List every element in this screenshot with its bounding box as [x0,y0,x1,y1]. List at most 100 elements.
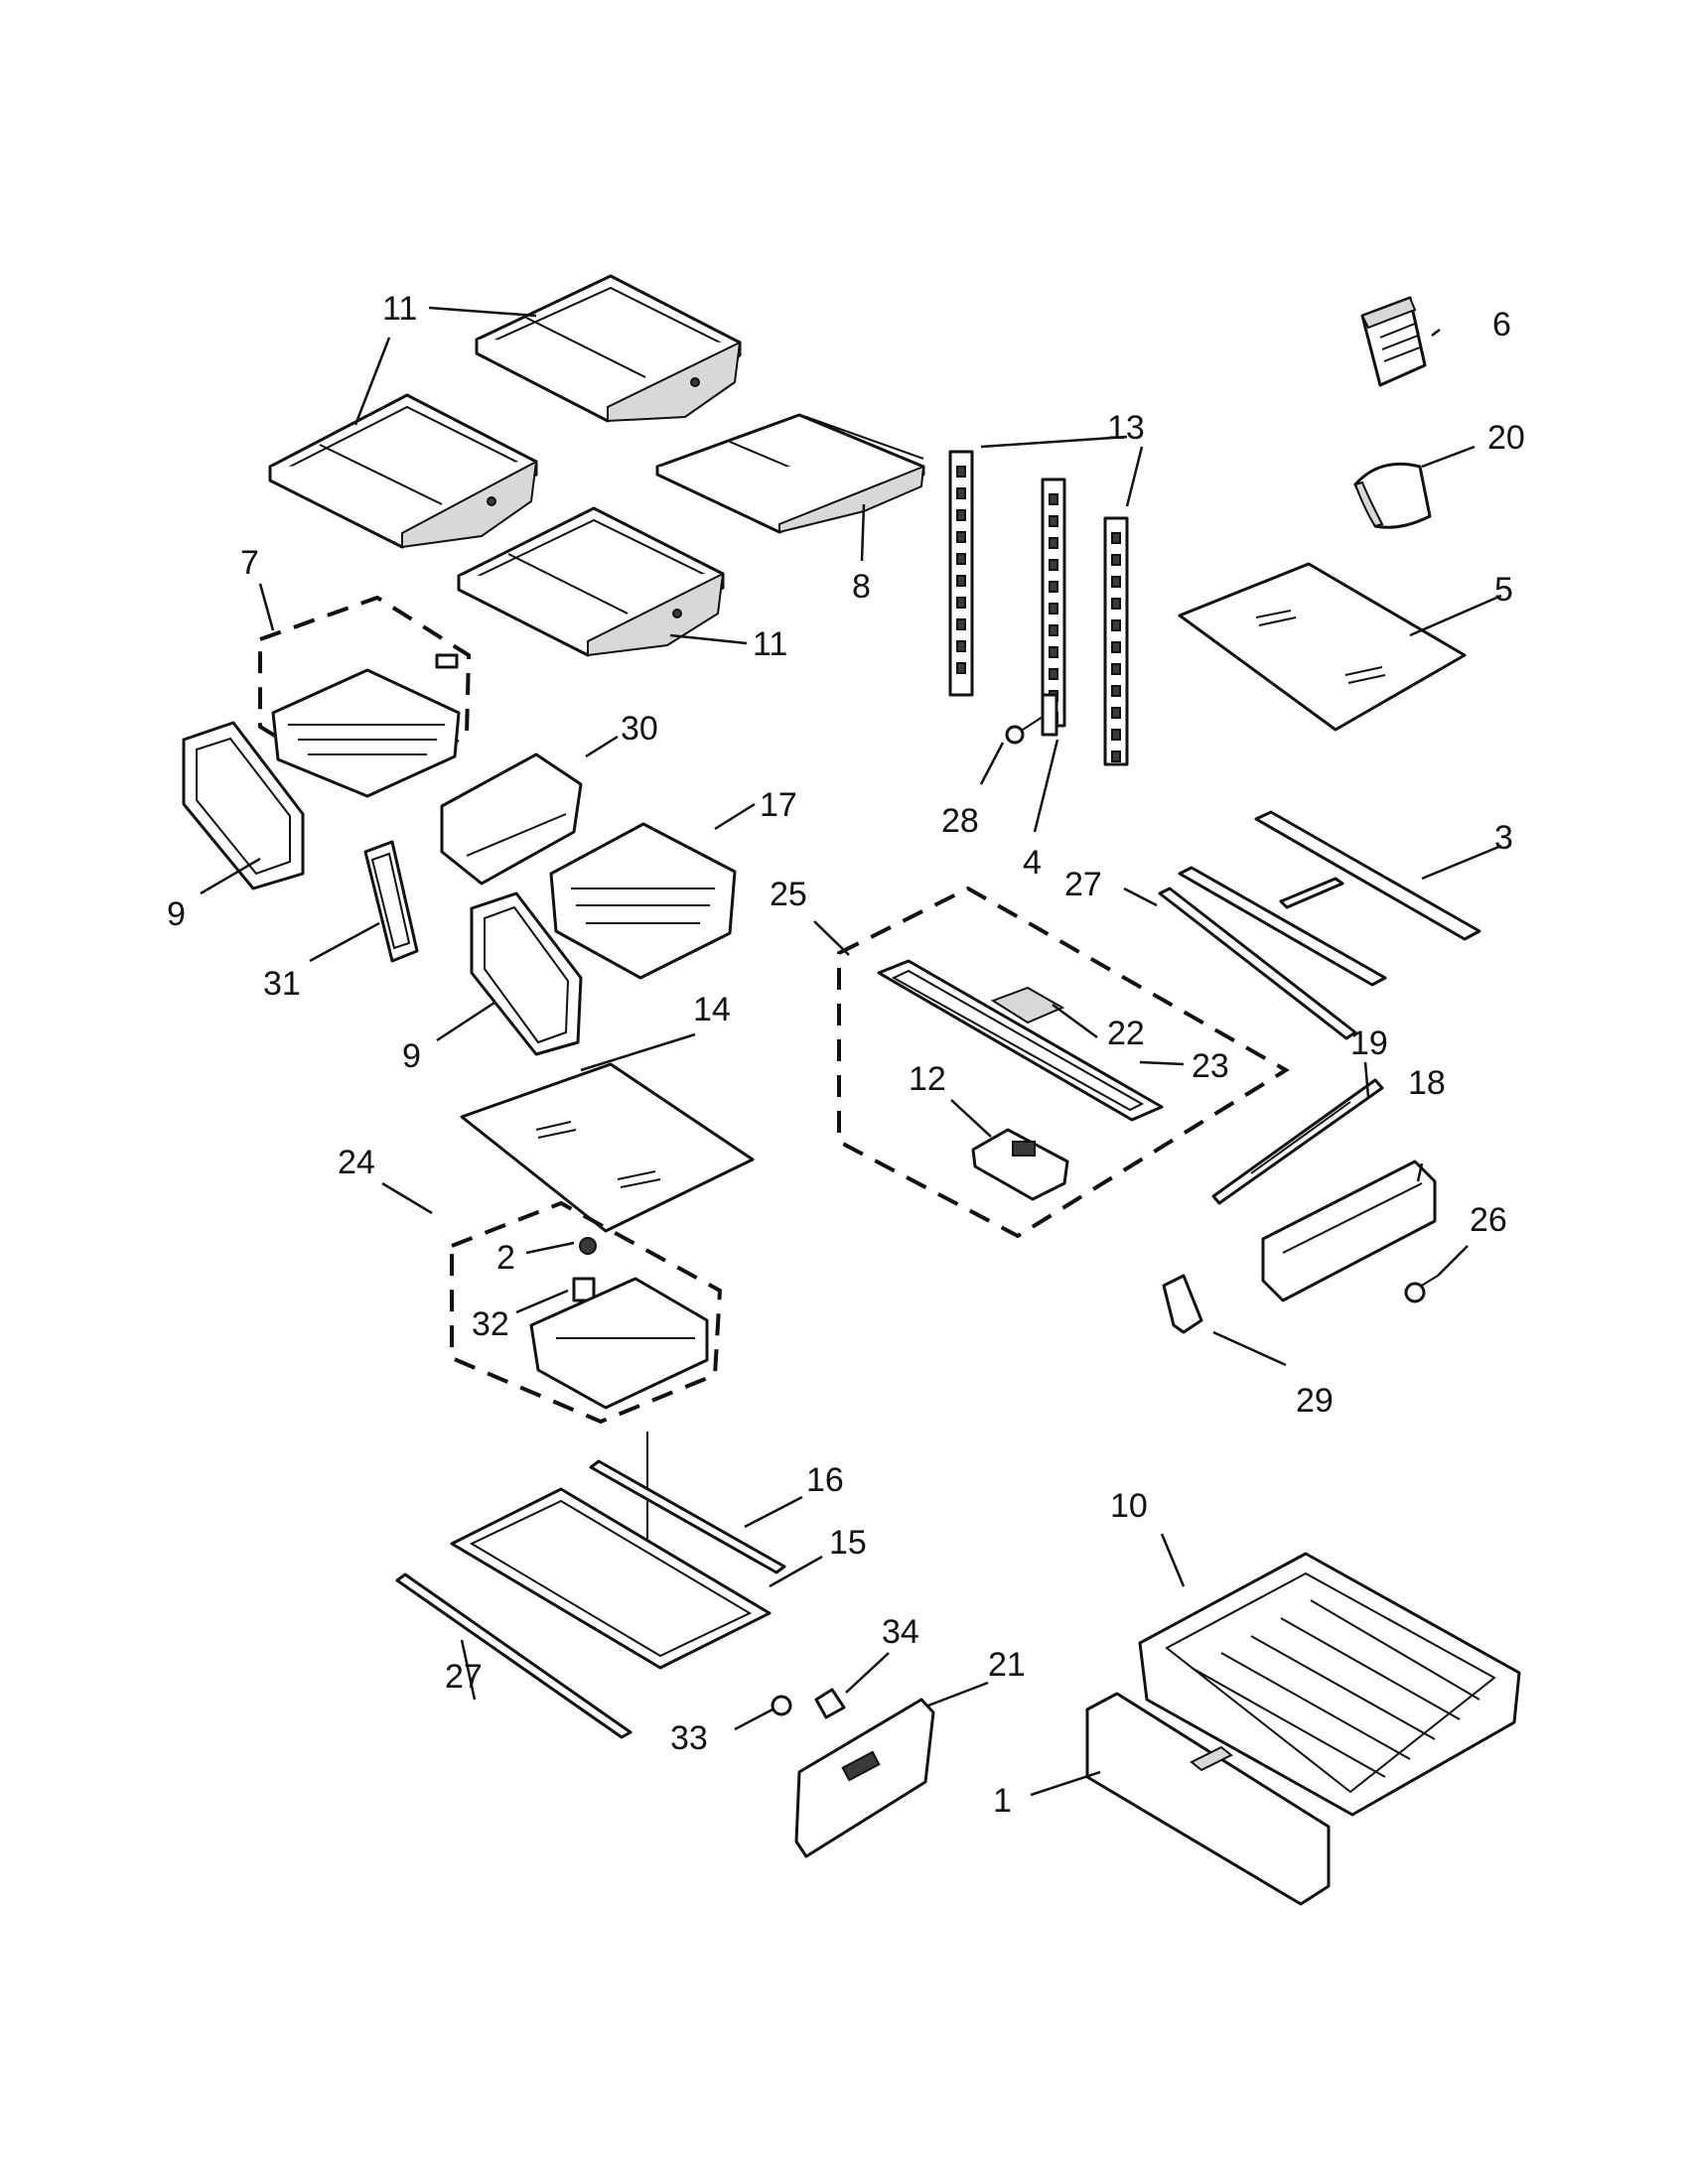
callout-13: 13 [1107,409,1145,447]
rail-slot [956,575,966,587]
callout-20: 20 [1487,419,1525,457]
rail-slot [1111,729,1121,741]
part-30-deli-drawer [440,752,583,886]
rail-slot [956,597,966,609]
callout-31: 31 [263,965,301,1003]
rail-slot [1111,663,1121,675]
part-13-rails [948,450,1129,766]
rail-slot [1111,619,1121,631]
part-26-screw [1404,1275,1439,1303]
callout-18: 18 [1408,1064,1446,1102]
callout-23: 23 [1192,1047,1229,1085]
rail-slot [1049,581,1058,593]
callout-2: 2 [496,1239,515,1277]
part-6-filter-housing [1360,296,1427,387]
callout-19: 19 [1350,1024,1388,1062]
part-14-glass-shelf [460,1062,755,1233]
callout-30: 30 [621,710,658,748]
rail-slot [1111,641,1121,653]
part-22-cover [990,986,1065,1024]
part-18-bracket [1261,1160,1437,1302]
callout-7: 7 [240,544,259,582]
rail-slot [1111,576,1121,588]
callout-25: 25 [770,876,807,913]
part-2-knob [579,1237,597,1255]
callout-17: 17 [760,786,797,824]
rail-slot [1049,493,1058,505]
callout-28: 28 [941,802,979,840]
part-3-shelf-frame [1178,810,1481,987]
part-19-slide [1211,1078,1384,1205]
part-24-assembly-box [450,1200,723,1425]
part-17-crisper-bin [549,822,737,980]
callout-5: 5 [1494,571,1513,609]
rail-slot [1049,646,1058,658]
part-8-flat-shelf [655,413,925,534]
leader-lines [200,306,1502,1797]
part-5-glass-shelf [1178,562,1467,732]
part-20-scoop [1353,462,1432,529]
part-10-pantry-drawer [1138,1552,1521,1817]
rail-slot [1111,598,1121,610]
part-11-shelf-top [475,274,742,423]
part-24-pan-tray [529,1277,709,1410]
part-23-control-housing [877,959,1164,1122]
part-12-module [971,1128,1069,1201]
rail-slot [1111,554,1121,566]
part-7-crisper-bin [271,653,461,798]
rail-slot [956,466,966,478]
part-4-rail [1041,693,1058,737]
part-34-plug [814,1688,846,1719]
rail-slot [1111,685,1121,697]
part-9-drawer-front-b [470,891,583,1056]
part-33-knob [771,1695,792,1716]
rail-slot [1049,559,1058,571]
callout-21: 21 [988,1646,1026,1684]
callout-27-left: 27 [445,1658,483,1696]
rail-slot [956,662,966,674]
callout-16: 16 [806,1461,844,1499]
callout-34: 34 [882,1613,919,1651]
part-21-control-bracket [794,1698,935,1858]
rail-slot [1049,603,1058,614]
part-27-rail-right [1158,887,1357,1040]
callout-14: 14 [693,991,731,1028]
rail-slot [1111,707,1121,719]
rail-slot [1049,668,1058,680]
callout-27-right: 27 [1064,866,1102,903]
callout-29: 29 [1296,1382,1334,1420]
part-28-screw [1005,716,1044,745]
rail-slot [1111,532,1121,544]
callout-24: 24 [338,1144,375,1181]
rail-slot [1049,515,1058,527]
part-7-assembly-box [258,595,472,797]
callout-6: 6 [1492,306,1511,343]
callout-labels: 11 6 13 20 7 8 11 5 30 17 28 4 27 3 25 9… [167,290,1525,1820]
rail-slot [956,531,966,543]
callout-32: 32 [472,1305,509,1343]
rail-slot [956,487,966,499]
callout-15: 15 [829,1524,867,1562]
part-11-shelf-left [268,393,538,549]
rail-slot [956,509,966,521]
callout-9-right: 9 [402,1037,421,1075]
callout-11-bottom: 11 [753,625,787,663]
part-25-assembly-box [837,886,1290,1239]
rail-slot [956,553,966,565]
part-11-shelf-bottom [457,506,725,657]
part-16-rail [589,1459,786,1574]
callout-3: 3 [1494,819,1513,857]
rail-slot [1049,537,1058,549]
part-27-rail-left [395,1572,633,1739]
callout-12: 12 [909,1060,946,1098]
rail-slot [1111,751,1121,762]
callout-4: 4 [1023,844,1042,882]
callout-8: 8 [852,568,871,606]
part-29-clip [1162,1274,1203,1334]
callout-10: 10 [1110,1487,1148,1525]
callout-26: 26 [1470,1201,1507,1239]
callout-1: 1 [993,1782,1012,1820]
callout-9-left: 9 [167,895,186,933]
rail-slot [956,618,966,630]
